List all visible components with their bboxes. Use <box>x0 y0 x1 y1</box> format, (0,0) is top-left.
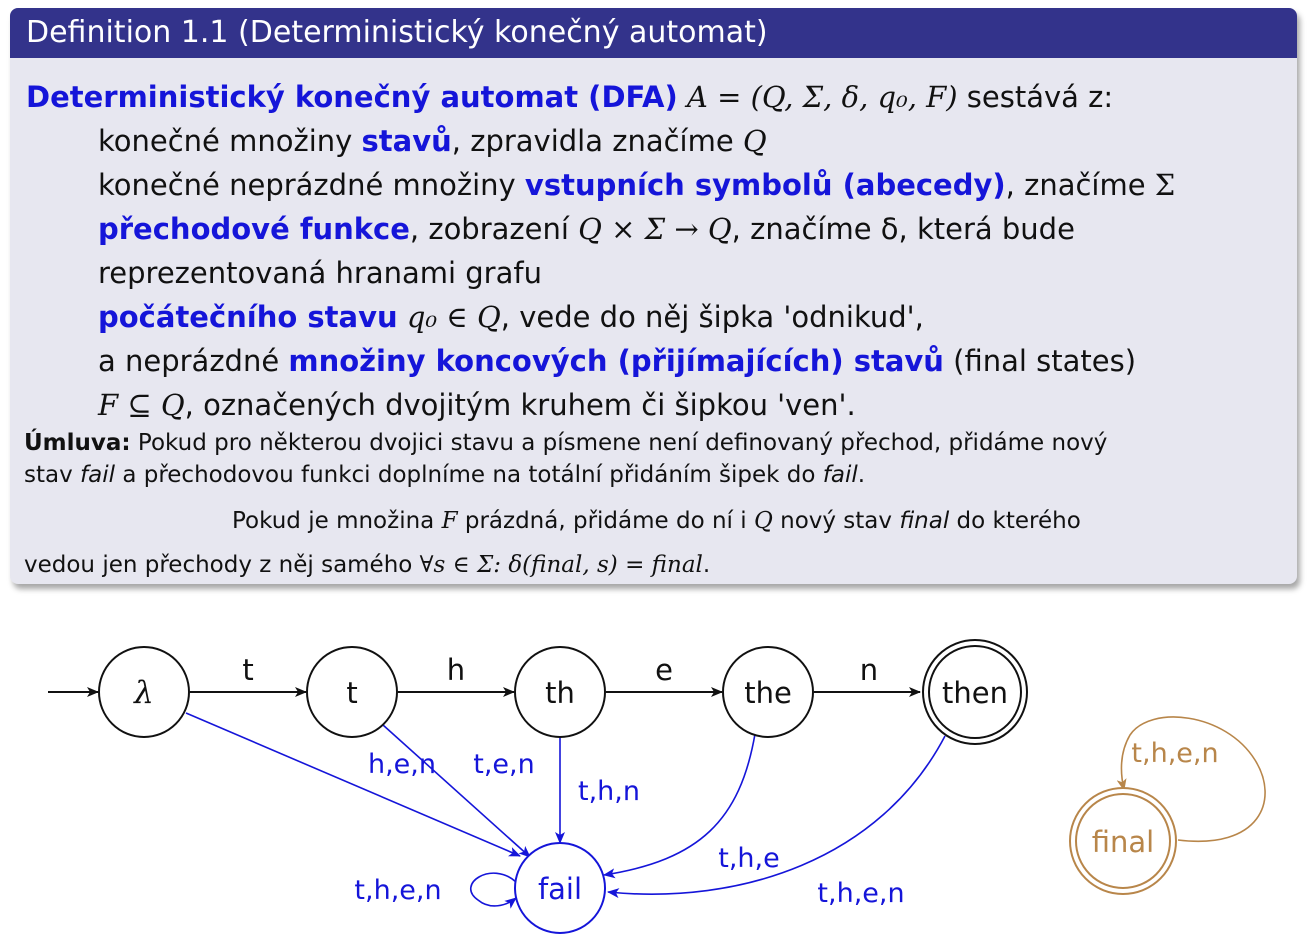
definition-lead: Deterministický konečný automat (DFA) A … <box>26 80 1113 114</box>
dfa-tuple: A = (Q, Σ, δ, q₀, F) <box>686 80 958 114</box>
edge-lambda-fail <box>185 712 521 857</box>
label-t-th: h <box>447 653 465 687</box>
label-lambda-t: t <box>242 653 253 687</box>
state-then: then <box>922 639 1028 745</box>
label-the-fail: t,h,e <box>718 843 779 874</box>
svg-text:t: t <box>346 676 357 710</box>
state-t: t <box>306 646 398 738</box>
edge-final-loop <box>1116 716 1266 843</box>
convention-line: Úmluva: Pokud pro některou dvojici stavu… <box>24 430 1108 456</box>
edge-the-fail <box>603 733 756 879</box>
label-th-the: e <box>655 653 673 687</box>
definition-item: a neprázdné množiny koncových (přijímají… <box>98 344 1137 378</box>
label-th-fail-left: t,e,n <box>473 749 534 780</box>
svg-text:λ: λ <box>132 675 154 711</box>
svg-text:fail: fail <box>538 872 582 906</box>
svg-text:final: final <box>1092 825 1154 859</box>
label-the-then: n <box>860 653 878 687</box>
state-the: the <box>722 646 814 738</box>
svg-text:th: th <box>545 676 575 710</box>
definition-title: Definition 1.1 (Deterministický konečný … <box>10 8 1297 58</box>
edge-then-fail <box>607 735 946 899</box>
edge-fail-loop <box>470 872 517 909</box>
lead-rest: sestává z: <box>957 80 1114 114</box>
definition-item: počátečního stavu q₀ ∈ Q, vede do něj ši… <box>98 300 924 334</box>
definition-block: Definition 1.1 (Deterministický konečný … <box>10 8 1297 584</box>
definition-item: přechodové funkce, zobrazení Q × Σ → Q, … <box>98 212 1075 246</box>
edge-t-fail <box>382 724 531 858</box>
state-th: th <box>514 646 606 738</box>
definition-item: F ⊆ Q, označených dvojitým kruhem či šip… <box>98 388 856 422</box>
convention-label: Úmluva: <box>24 430 131 456</box>
label-t-fail: h,e,n <box>368 749 436 780</box>
svg-text:then: then <box>942 676 1008 710</box>
label-final-loop: t,h,e,n <box>1131 738 1218 769</box>
convention-line: stav fail a přechodovou funkci doplníme … <box>24 462 866 488</box>
label-fail-loop: t,h,e,n <box>354 875 441 906</box>
label-th-fail: t,h,n <box>578 776 640 807</box>
dfa-term: Deterministický konečný automat (DFA) <box>26 80 678 114</box>
state-final: final <box>1069 787 1177 895</box>
definition-item: reprezentovaná hranami grafu <box>98 256 542 290</box>
label-then-fail: t,h,e,n <box>817 878 904 909</box>
definition-item: konečné množiny stavů, zpravidla značíme… <box>98 124 767 158</box>
state-lambda: λ <box>98 646 190 738</box>
svg-text:the: the <box>744 676 792 710</box>
state-fail: fail <box>514 842 606 934</box>
definition-item: konečné neprázdné množiny vstupních symb… <box>98 168 1176 202</box>
convention-line: Pokud je množina F prázdná, přidáme do n… <box>232 508 1081 534</box>
convention-line: vedou jen přechody z něj samého ∀s ∈ Σ: … <box>24 552 711 578</box>
